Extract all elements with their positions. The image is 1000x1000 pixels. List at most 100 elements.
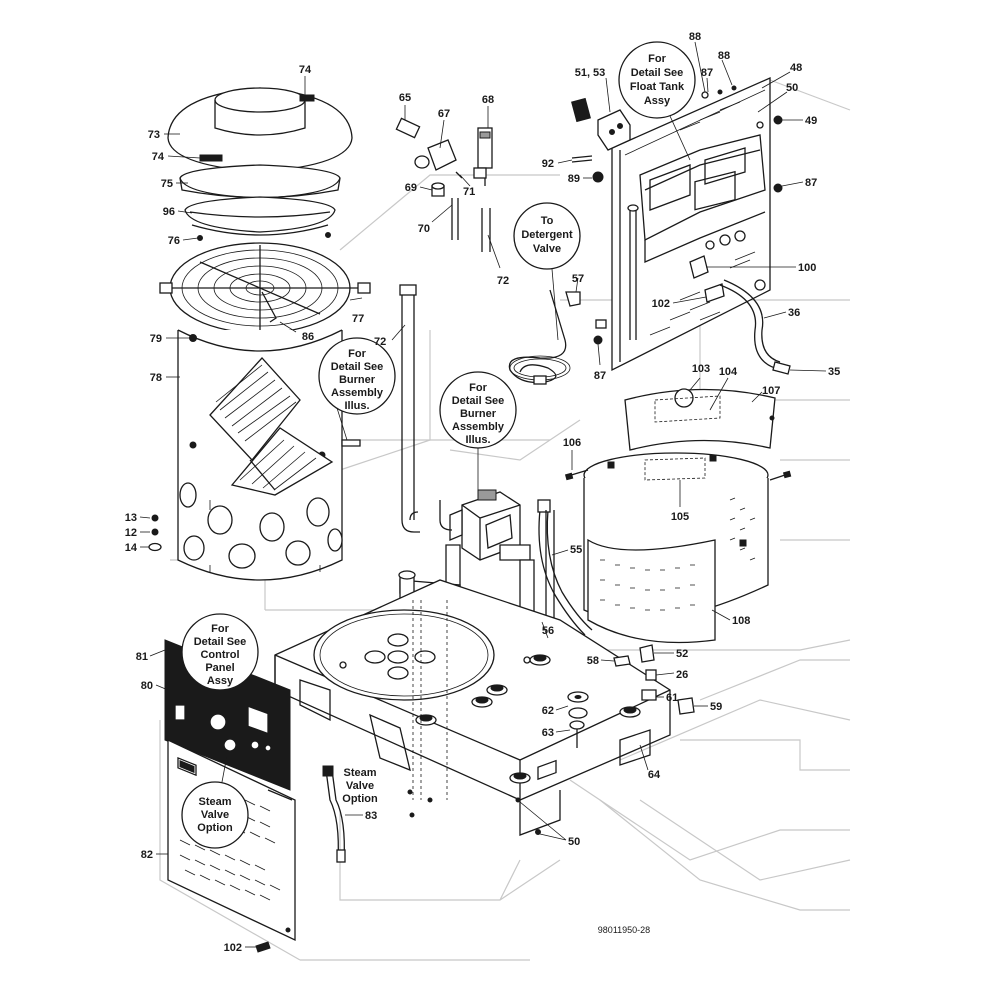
part-label-89: 89: [568, 173, 580, 185]
part-label-56: 56: [542, 625, 554, 637]
part-labels: 74 73 74 75 96 76 77 86 79 78 72 13 12 1…: [125, 31, 841, 954]
part-label-103: 103: [692, 363, 710, 375]
part-label-55: 55: [570, 544, 582, 556]
plate-51-53: [571, 97, 631, 163]
part-label-63: 63: [542, 727, 554, 739]
part-label-100: 100: [798, 262, 816, 274]
steam-hose-top: [322, 765, 334, 777]
part-label-102b: 102: [224, 942, 242, 954]
callout-steam-valve-line-1: Steam: [198, 796, 231, 808]
part-label-74a: 74: [299, 64, 312, 76]
hood-assembly: [148, 87, 371, 581]
callout-burner-1-line-4: Assembly: [331, 387, 384, 399]
callout-control-panel-line-2: Detail See: [194, 636, 247, 648]
part-label-87c: 87: [594, 370, 606, 382]
callout-control-panel-line-3: Control: [200, 649, 239, 661]
callout-burner-1-line-1: For: [348, 348, 366, 360]
part-label-64: 64: [648, 769, 661, 781]
callout-float-tank-line-3: Float Tank: [630, 81, 685, 93]
callout-detergent-line-1: To: [541, 215, 554, 227]
callout-control-panel-line-5: Assy: [207, 675, 234, 687]
callout-burner-2-line-2: Detail See: [452, 395, 505, 407]
steam-hose-83: [325, 769, 345, 861]
small-fittings: [567, 644, 695, 748]
part-label-104: 104: [719, 366, 738, 378]
hose-55-fitting: [537, 499, 551, 513]
steam-valve-text-line-3: Option: [342, 793, 378, 805]
part-label-83: 83: [365, 810, 377, 822]
callout-steam-valve-line-3: Option: [197, 822, 233, 834]
part-label-13: 13: [125, 512, 137, 524]
part-label-74b: 74: [152, 151, 165, 163]
part-label-49: 49: [805, 115, 817, 127]
part-label-87b: 87: [805, 177, 817, 189]
hose-72: [401, 290, 420, 533]
part-label-105: 105: [671, 511, 689, 523]
part-label-75: 75: [161, 178, 173, 190]
part-label-26: 26: [676, 669, 688, 681]
part-label-87a: 87: [701, 67, 713, 79]
part-label-72a: 72: [374, 336, 386, 348]
part-label-57: 57: [572, 273, 584, 285]
callout-burner-2-line-5: Illus.: [465, 434, 490, 446]
callout-circles: [181, 41, 696, 849]
part-label-52: 52: [676, 648, 688, 660]
part-label-50b: 50: [568, 836, 580, 848]
steam-valve-text-line-2: Valve: [346, 780, 374, 792]
callout-burner-1-line-2: Detail See: [331, 361, 384, 373]
part-label-12: 12: [125, 527, 137, 539]
part-label-106: 106: [563, 437, 581, 449]
callout-texts: For Detail See Burner Assembly Illus. Fo…: [194, 53, 685, 834]
float-tank-panel: [592, 77, 791, 375]
leader-lines: [139, 41, 827, 948]
part-label-72b: 72: [497, 275, 509, 287]
base-pan: [274, 579, 671, 836]
steam-hose-bottom: [336, 849, 346, 863]
callout-burner-1-line-3: Burner: [339, 374, 376, 386]
hose-55: [538, 509, 593, 636]
callout-float-tank-line-2: Detail See: [631, 67, 684, 79]
detergent-hose: [508, 289, 581, 385]
part-label-35: 35: [828, 366, 840, 378]
callout-detergent-line-2: Detergent: [521, 229, 573, 241]
part-label-62: 62: [542, 705, 554, 717]
callout-steam-valve-circle: [181, 781, 249, 849]
part-label-88a: 88: [689, 31, 701, 43]
part-label-81: 81: [136, 651, 148, 663]
part-label-70: 70: [418, 223, 430, 235]
callout-float-tank-line-1: For: [648, 53, 666, 65]
part-label-108: 108: [732, 615, 750, 627]
part-label-96: 96: [163, 206, 175, 218]
part-label-65: 65: [399, 92, 411, 104]
part-label-92: 92: [542, 158, 554, 170]
drawing-reference-number: 98011950-28: [598, 925, 650, 935]
part-label-61: 61: [666, 692, 678, 704]
part-label-88b: 88: [718, 50, 730, 62]
part-label-71: 71: [463, 186, 475, 198]
callout-burner-1-line-5: Illus.: [344, 400, 369, 412]
callout-burner-1-circle: [318, 337, 396, 415]
part-label-102a: 102: [652, 298, 670, 310]
part-label-77: 77: [352, 313, 364, 325]
part-label-86: 86: [302, 331, 314, 343]
callout-control-panel-circle: [181, 613, 259, 691]
part-label-78: 78: [150, 372, 162, 384]
steam-valve-text-line-1: Steam: [343, 767, 376, 779]
hose-72-cap: [399, 284, 417, 296]
callout-detergent-circle: [513, 202, 581, 270]
part-label-69: 69: [405, 182, 417, 194]
callout-detergent-line-3: Valve: [533, 243, 561, 255]
callout-float-tank-line-4: Assy: [644, 95, 671, 107]
part-label-58: 58: [587, 655, 599, 667]
fittings-group: [395, 117, 493, 252]
callout-float-tank-circle: [618, 41, 696, 119]
callout-control-panel-line-1: For: [211, 623, 229, 635]
part-label-79: 79: [150, 333, 162, 345]
callout-burner-2-line-4: Assembly: [452, 421, 505, 433]
part-label-36: 36: [788, 307, 800, 319]
part-label-50a: 50: [786, 82, 798, 94]
part-label-51-53: 51, 53: [575, 67, 606, 79]
chamber-wrap: [564, 388, 792, 644]
part-label-80: 80: [141, 680, 153, 692]
part-label-59: 59: [710, 701, 722, 713]
